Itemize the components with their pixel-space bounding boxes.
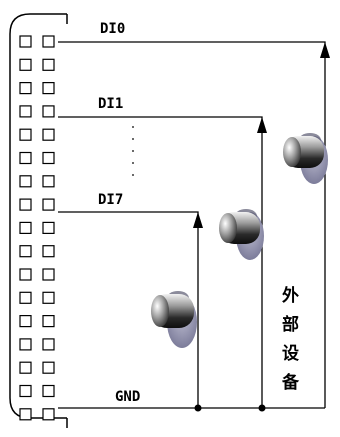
svg-text:备: 备: [281, 372, 300, 393]
connector-pin: [19, 338, 32, 351]
connector-pin: [19, 81, 32, 95]
connector-pin: [42, 384, 55, 398]
connector-pin: [42, 268, 55, 281]
wire-di0: [58, 41, 330, 408]
connector-pin: [42, 81, 55, 95]
connector-pin: [42, 105, 55, 118]
junction-dot: [258, 404, 266, 412]
junction-dot: [194, 404, 202, 412]
connector-pin: [42, 408, 55, 421]
svg-text:设: 设: [282, 344, 299, 364]
connector-pin: [42, 35, 55, 48]
connector-pin: [42, 315, 55, 328]
connector-pin: [19, 315, 32, 328]
connector-pin: [19, 35, 32, 48]
svg-text:外: 外: [282, 285, 299, 306]
connector-pin: [19, 245, 32, 258]
ellipsis-dots: [132, 126, 134, 176]
connector-pin: [42, 245, 55, 258]
label-gnd: GND: [115, 389, 140, 405]
label-di0: DI0: [100, 21, 125, 37]
connector-pins: [19, 35, 55, 421]
connector-pin: [42, 338, 55, 351]
connector-pin: [42, 128, 55, 141]
external-device-label: 外 部 设 备: [281, 285, 300, 393]
switch-di7-icon: [151, 291, 197, 348]
wire-gnd: [58, 404, 325, 412]
connector-pin: [19, 128, 32, 141]
wire-di7: [58, 211, 203, 408]
switch-di1-icon: [219, 209, 264, 260]
wire-di1: [58, 116, 267, 408]
connector-pin: [19, 198, 32, 211]
connector-pin: [19, 151, 32, 165]
label-di7: DI7: [98, 192, 123, 208]
connector-pin: [19, 58, 32, 71]
connector-pin: [19, 384, 32, 398]
connector-pin: [42, 221, 55, 234]
connector-pin: [42, 58, 55, 71]
connector-pin: [42, 361, 55, 374]
connector-pin: [19, 105, 32, 118]
connector-pin: [42, 151, 55, 165]
switch-di0-icon: [283, 133, 328, 184]
connector-pin: [19, 291, 32, 304]
connector-pin: [19, 361, 32, 374]
connector-pin: [42, 175, 55, 188]
connector-pin: [19, 221, 32, 234]
connector-pin: [19, 408, 32, 421]
svg-text:部: 部: [282, 314, 299, 335]
connector-pin: [42, 198, 55, 211]
connector-pin: [19, 268, 32, 281]
connector-pin: [42, 291, 55, 304]
connector-housing: [9, 13, 68, 428]
connector-pin: [19, 175, 32, 188]
label-di1: DI1: [98, 96, 123, 112]
